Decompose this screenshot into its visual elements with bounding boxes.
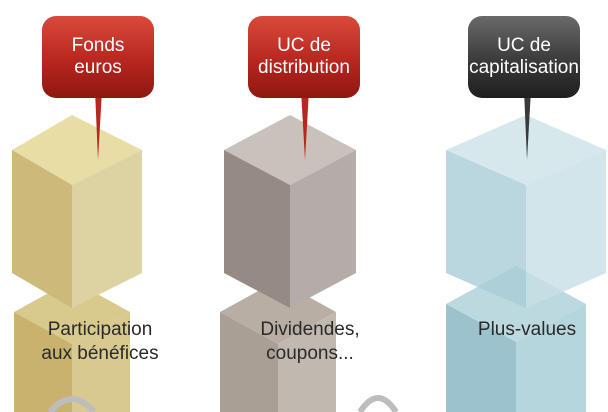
main-cube-left [12, 150, 72, 308]
connector [301, 90, 309, 160]
main-cube-right [290, 150, 356, 308]
label-uc-distribution: UC de distribution [258, 35, 350, 78]
connector [95, 90, 102, 160]
base-cube-left [446, 304, 516, 412]
ring [357, 395, 399, 412]
base-cube-right [72, 312, 130, 412]
main-cube-left [446, 150, 526, 308]
base-cube-right [278, 312, 336, 412]
column-uc-capitalisation [446, 16, 606, 412]
base-cube-right [516, 304, 586, 412]
base-cube-left [14, 312, 72, 412]
main-cube-left [224, 150, 290, 308]
label-uc-capitalisation: UC de capitalisation [469, 35, 579, 78]
ring [47, 396, 97, 412]
base-text-uc-capitalisation: Plus-values [477, 319, 577, 340]
column-fonds-euros [12, 16, 154, 412]
label-box [248, 16, 360, 98]
column-uc-distribution [220, 16, 399, 412]
base-text-fonds-euros: Participation aux bénéfices [41, 319, 159, 364]
label-fonds-euros: Fonds euros [71, 35, 125, 78]
main-cube-right [526, 150, 606, 308]
base-cube-left [220, 312, 278, 412]
base-text-uc-distribution: Dividendes, coupons... [260, 319, 360, 364]
main-cube-top [12, 115, 142, 185]
main-cube-right [72, 150, 142, 308]
label-box [468, 16, 580, 98]
label-box [42, 16, 154, 98]
connector [524, 90, 531, 160]
